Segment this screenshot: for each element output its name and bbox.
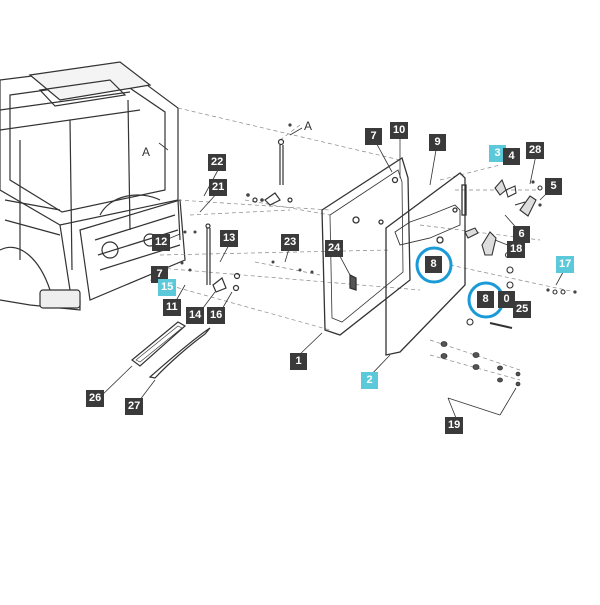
callout-7-top[interactable]: 7 xyxy=(365,128,382,145)
callout-9[interactable]: 9 xyxy=(429,134,446,151)
fastener-set xyxy=(440,341,521,387)
callout-24[interactable]: 24 xyxy=(325,240,344,257)
leader-lines xyxy=(98,127,568,419)
gas-strut xyxy=(252,138,293,206)
callout-2[interactable]: 2 xyxy=(361,372,378,389)
callout-13[interactable]: 13 xyxy=(220,230,239,247)
callout-8-a[interactable]: 8 xyxy=(425,256,442,273)
callout-12[interactable]: 12 xyxy=(152,234,171,251)
callout-14[interactable]: 14 xyxy=(186,307,205,324)
callout-1[interactable]: 1 xyxy=(290,353,307,370)
callout-0[interactable]: 0 xyxy=(498,291,515,308)
callout-5[interactable]: 5 xyxy=(545,178,562,195)
callout-27[interactable]: 27 xyxy=(125,398,144,415)
callout-15[interactable]: 15 xyxy=(158,279,177,296)
cab-frame xyxy=(0,61,186,311)
callout-8-b[interactable]: 8 xyxy=(477,291,494,308)
glass-panel-2 xyxy=(385,172,467,356)
view-label-a-top: A xyxy=(304,119,313,133)
callout-7-left[interactable]: 7 xyxy=(151,266,168,283)
callout-3[interactable]: 3 xyxy=(489,145,506,162)
support-rod xyxy=(205,223,241,293)
projection-lines xyxy=(149,107,576,381)
callout-18[interactable]: 18 xyxy=(507,241,526,258)
callout-11[interactable]: 11 xyxy=(163,299,181,316)
seal-strips xyxy=(131,321,211,379)
callout-6[interactable]: 6 xyxy=(513,226,530,243)
callout-10[interactable]: 10 xyxy=(390,122,409,139)
view-label-a-left: A xyxy=(142,145,151,159)
washers xyxy=(180,123,577,294)
callout-28[interactable]: 28 xyxy=(526,142,545,159)
highlight-ring-1 xyxy=(415,246,453,284)
callout-25[interactable]: 25 xyxy=(513,301,532,318)
hinge-parts xyxy=(464,178,566,329)
callout-22[interactable]: 22 xyxy=(208,154,227,171)
callout-26[interactable]: 26 xyxy=(86,390,105,407)
callout-4[interactable]: 4 xyxy=(503,148,520,165)
callout-23[interactable]: 23 xyxy=(281,234,300,251)
callout-19[interactable]: 19 xyxy=(445,417,464,434)
callout-16[interactable]: 16 xyxy=(207,307,226,324)
callout-21[interactable]: 21 xyxy=(209,179,228,196)
callout-17[interactable]: 17 xyxy=(556,256,575,273)
glass-panel-1 xyxy=(321,156,411,336)
